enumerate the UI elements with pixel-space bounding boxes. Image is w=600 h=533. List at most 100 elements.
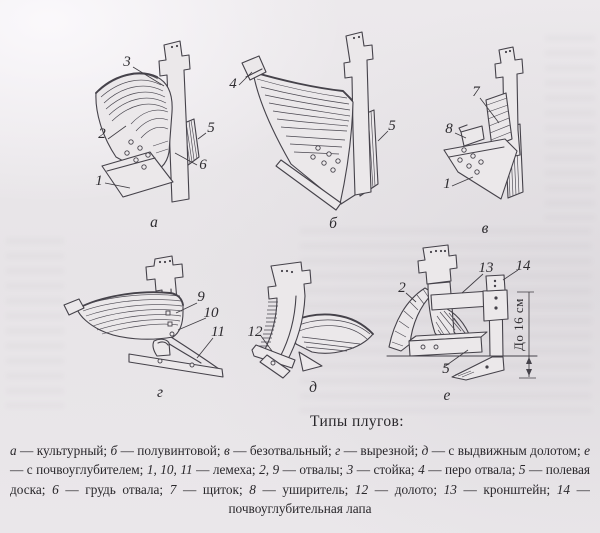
legend-item: 12 — долото; <box>355 482 444 497</box>
legend-item-key: 13 <box>443 481 457 497</box>
legend-item: 6 — грудь отвала; <box>52 482 170 497</box>
widener <box>460 125 485 147</box>
part-label-9: 9 <box>197 289 205 305</box>
subsoiler-head <box>485 274 506 292</box>
keel <box>298 351 323 372</box>
bracket-hook <box>152 338 171 357</box>
moldboard-body <box>76 291 184 340</box>
legend-item: в — безотвальный; <box>224 443 335 458</box>
legend-item: 8 — уширитель; <box>249 482 355 497</box>
legend-item-text: — вырезной; <box>340 443 422 458</box>
leader-lines <box>260 335 273 352</box>
standard <box>494 46 524 159</box>
legend-item-text: — полувинтовой; <box>117 443 225 458</box>
legend-item-key: 7 <box>169 481 177 497</box>
legend-item-text: — щиток; <box>176 481 250 497</box>
leader-lines <box>104 66 207 189</box>
part-label-10: 10 <box>204 305 220 321</box>
depth-dimension-label: До 16 см <box>511 298 526 351</box>
wing-tip <box>241 55 267 81</box>
figure-b: 4 5 б <box>229 31 396 232</box>
bracket-plate <box>482 289 509 322</box>
bottom-plate <box>128 353 224 378</box>
legend-item-key: 5 <box>518 462 526 478</box>
figure-v: 7 8 1 в <box>443 46 524 237</box>
figure-letter-d: д <box>309 379 317 396</box>
figure-letter-v: в <box>482 220 489 237</box>
body-top-edge <box>76 291 184 310</box>
moldboard-top-edge <box>252 71 353 101</box>
part-label-3: 3 <box>122 54 131 70</box>
shield-plate <box>485 92 513 148</box>
part-label-5: 5 <box>442 361 450 377</box>
chisel-bar <box>251 344 296 369</box>
legend-item-text: — долото; <box>368 481 444 497</box>
chisel <box>259 354 291 379</box>
figure-letter-e: е <box>444 387 451 404</box>
legend-item-text: — грудь отвала; <box>58 481 170 497</box>
legend-item-key: б <box>110 443 118 458</box>
legend-item-text: — кронштейн; <box>456 481 557 497</box>
part-label-11: 11 <box>211 324 225 340</box>
part-label-7: 7 <box>472 84 481 100</box>
legend-item-key: г <box>335 443 341 458</box>
part-label-2: 2 <box>398 280 406 296</box>
part-label-5: 5 <box>207 120 215 136</box>
legend-item: а — культурный; <box>10 443 111 458</box>
hatch-lines <box>391 288 430 347</box>
figure-title: Типы плугов: <box>310 413 404 430</box>
standard <box>158 40 191 203</box>
hatch-lines <box>98 73 169 154</box>
figure-caption: а — культурный; б — полувинтовой; в — бе… <box>10 441 590 519</box>
part-label-14: 14 <box>516 258 532 274</box>
legend-item: е — с почвоуглубителем; <box>10 443 590 477</box>
legend-item: 3 — стойка; <box>347 462 419 477</box>
part-label-4: 4 <box>229 76 237 92</box>
depth-dimension: До 16 см <box>511 291 536 379</box>
legend-item-text: — перо отвала; <box>424 462 519 478</box>
legend-item: 7 — щиток; <box>170 482 250 497</box>
leader-lines <box>405 269 519 368</box>
hatch-lines <box>486 97 512 141</box>
leader-lines <box>238 71 389 142</box>
legend-item-key: 2, 9 <box>259 462 280 478</box>
legend-item-key: а <box>10 443 17 458</box>
figure-e: До 16 см 2 13 14 5 е <box>386 244 538 404</box>
hatch-lines <box>256 78 351 155</box>
legend-item-key: в <box>224 443 230 458</box>
legend-item-text: — культурный; <box>16 443 111 458</box>
legend-item: б — полувинтовой; <box>111 443 225 458</box>
legend-item-text: — полевая доска; <box>10 462 590 497</box>
legend-item-key: 6 <box>52 481 59 497</box>
hatch-lines <box>259 301 278 347</box>
share-edge <box>106 157 156 172</box>
legend-item-text: — безотвальный; <box>229 443 336 458</box>
legend-item-key: д <box>421 443 429 458</box>
legend-item: 5 — полевая доска; <box>10 462 590 496</box>
legend-item: 1, 10, 11 — лемеха; <box>147 462 259 477</box>
legend-item-key: 1, 10, 11 <box>146 462 193 478</box>
moldboard-top-edge <box>95 72 158 94</box>
legend-item-key: 12 <box>354 481 369 497</box>
legend-item-key: 14 <box>556 481 571 497</box>
share-plate <box>443 138 518 200</box>
legend-item-text: — уширитель; <box>255 481 355 497</box>
legend-item: г — вырезной; <box>335 443 421 458</box>
part-label-8: 8 <box>445 121 453 137</box>
arrow-down <box>526 369 532 376</box>
figure-d: 12 д <box>248 261 374 396</box>
arrow-up <box>526 357 532 364</box>
subsoiler-foot <box>451 356 505 381</box>
legend-item-text: — стойка; <box>353 462 419 478</box>
figure-letter-b: б <box>329 215 338 232</box>
rivet-dot <box>170 45 174 49</box>
legend-item-text: — с почвоуглубителем; <box>10 462 147 478</box>
part-label-13: 13 <box>479 260 494 276</box>
figure-letter-g: г <box>157 384 163 401</box>
legend-item-key: 3 <box>346 462 354 478</box>
legend-item-key: 8 <box>249 481 256 497</box>
legend-item: д — с выдвижным долотом; <box>422 443 584 458</box>
hatch-lines <box>295 319 371 352</box>
